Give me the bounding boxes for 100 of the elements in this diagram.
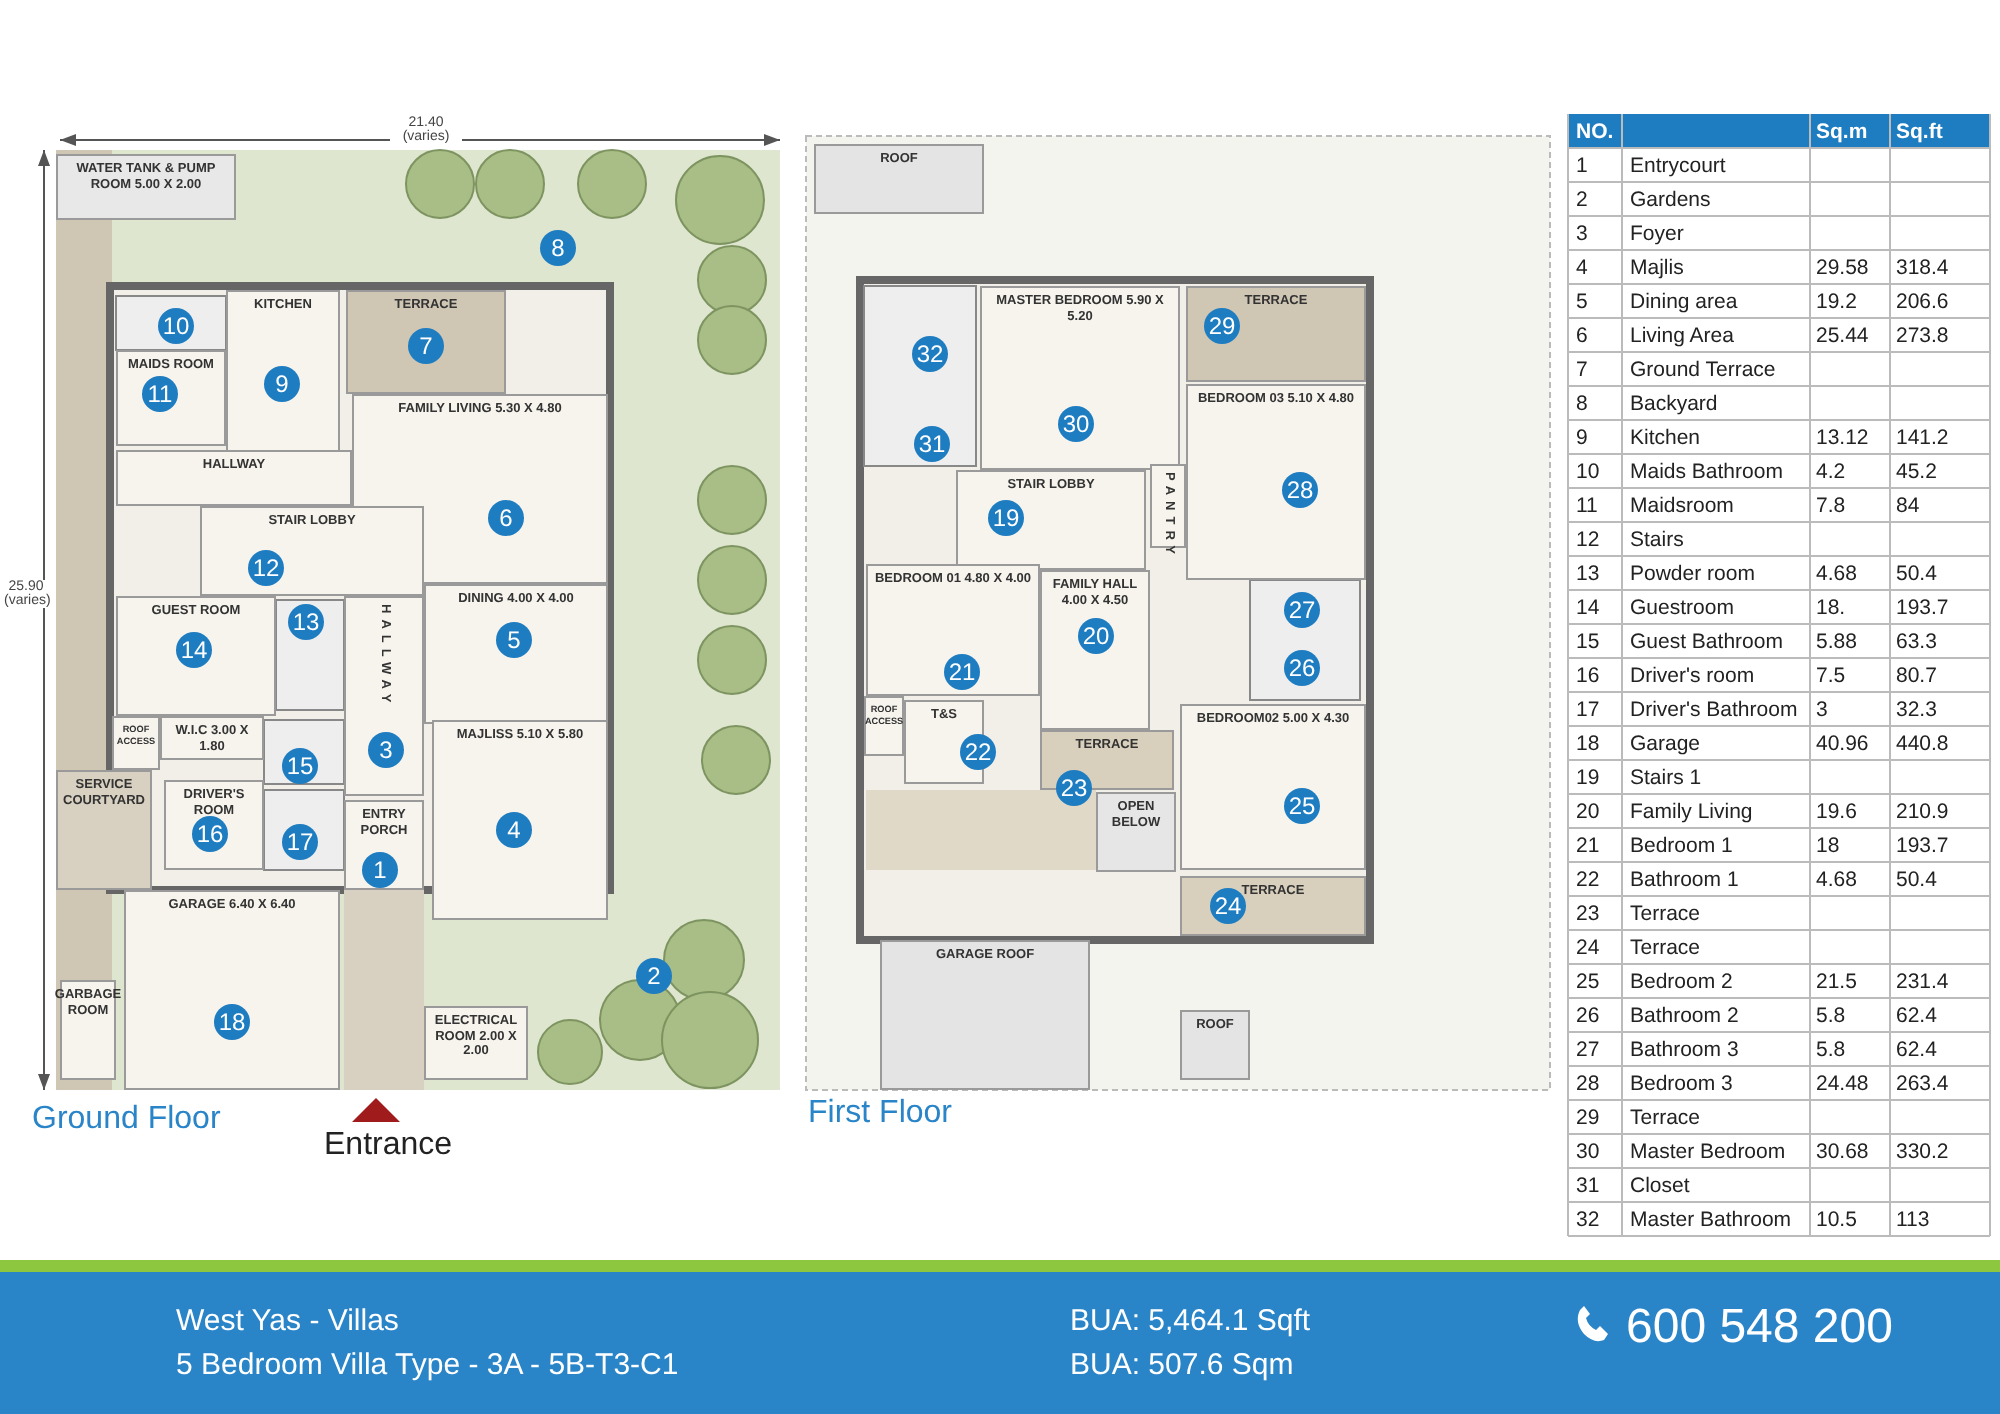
table-cell-text: Bathroom 2 xyxy=(1630,1002,1739,1032)
table-cell-text: 31 xyxy=(1576,1172,1600,1202)
table-cell-text: 50.4 xyxy=(1896,560,1937,590)
table-cell-text: 206.6 xyxy=(1896,288,1949,318)
table-cell-text: 231.4 xyxy=(1896,968,1949,998)
table-cell-text: 141.2 xyxy=(1896,424,1949,454)
table-cell-text: 11 xyxy=(1576,492,1598,522)
table-cell-text: Gardens xyxy=(1630,186,1711,216)
table-cell-text: 5.88 xyxy=(1816,628,1857,658)
table-cell-text: 29 xyxy=(1576,1104,1600,1134)
room xyxy=(424,1006,528,1080)
table-cell-text: 16 xyxy=(1576,662,1600,692)
table-cell-text: 14 xyxy=(1576,594,1600,624)
table-cell-text: Family Living xyxy=(1630,798,1753,828)
table-cell-text: 113 xyxy=(1896,1206,1930,1236)
area-text: BUA: 507.6 Sqm xyxy=(1070,1348,1294,1382)
table-cell-text: 20 xyxy=(1576,798,1600,828)
table-cell-text: Closet xyxy=(1630,1172,1690,1202)
table-header: Sq.ft xyxy=(1896,118,1943,148)
table-header: Sq.m xyxy=(1816,118,1868,148)
table-cell-text: 4.2 xyxy=(1816,458,1846,488)
table-cell-text: 45.2 xyxy=(1896,458,1937,488)
room xyxy=(956,470,1146,570)
room xyxy=(980,286,1180,470)
table-cell-text: 9 xyxy=(1576,424,1588,454)
room xyxy=(1096,792,1176,872)
room xyxy=(116,350,226,446)
room xyxy=(814,144,984,214)
table-cell-text: 84 xyxy=(1896,492,1920,522)
table-cell-text: 318.4 xyxy=(1896,254,1949,284)
table-cell-text: 4.68 xyxy=(1816,560,1857,590)
area-text: BUA: 5,464.1 Sqft xyxy=(1070,1304,1311,1338)
phone-number: 600 548 200 xyxy=(1626,1300,1893,1356)
table-cell-text: Guestroom xyxy=(1630,594,1734,624)
table-cell-text: 24.48 xyxy=(1816,1070,1869,1100)
table-cell-text: 330.2 xyxy=(1896,1138,1949,1168)
room xyxy=(56,770,152,890)
table-cell-text: Bedroom 2 xyxy=(1630,968,1733,998)
table-cell-text: Bathroom 3 xyxy=(1630,1036,1739,1066)
table-cell-text: 210.9 xyxy=(1896,798,1949,828)
room xyxy=(160,716,264,760)
table-cell-text: 13.12 xyxy=(1816,424,1869,454)
table-cell-text: Stairs xyxy=(1630,526,1684,556)
room xyxy=(344,596,424,796)
table-cell-text: 19.6 xyxy=(1816,798,1857,828)
table-cell-text: 18. xyxy=(1816,594,1846,624)
table-cell-text: Master Bedroom xyxy=(1630,1138,1786,1168)
table-cell-text: 62.4 xyxy=(1896,1036,1937,1066)
table-cell-text: Powder room xyxy=(1630,560,1755,590)
table-cell-text: 18 xyxy=(1576,730,1600,760)
table-cell-text: Driver's Bathroom xyxy=(1630,696,1798,726)
table-cell-text: 440.8 xyxy=(1896,730,1949,760)
room xyxy=(226,290,340,454)
table-cell-text: 63.3 xyxy=(1896,628,1937,658)
table-cell-text: 10 xyxy=(1576,458,1600,488)
room xyxy=(112,716,160,770)
table-cell-text: Entrycourt xyxy=(1630,152,1726,182)
room xyxy=(1040,570,1150,730)
table-cell-text: 18 xyxy=(1816,832,1840,862)
table-cell-text: 27 xyxy=(1576,1036,1600,1066)
table-cell-text: 30 xyxy=(1576,1138,1600,1168)
table-cell-text: Stairs 1 xyxy=(1630,764,1702,794)
footer-text: 5 Bedroom Villa Type - 3A - 5B-T3-C1 xyxy=(176,1348,679,1382)
table-cell-text: Bathroom 1 xyxy=(1630,866,1739,896)
table-cell-text: Ground Terrace xyxy=(1630,356,1776,386)
room xyxy=(1186,384,1366,580)
table-cell-text: Bedroom 3 xyxy=(1630,1070,1733,1100)
table-cell-text: Majlis xyxy=(1630,254,1684,284)
table-cell-text: 25 xyxy=(1576,968,1600,998)
room xyxy=(116,596,276,716)
entrance-label: Entrance xyxy=(324,1128,453,1164)
table-cell-text: 1 xyxy=(1576,152,1588,182)
table-cell-text: 21.5 xyxy=(1816,968,1857,998)
room xyxy=(116,450,352,506)
table-cell-text: 23 xyxy=(1576,900,1600,930)
table-cell-text: 263.4 xyxy=(1896,1070,1949,1100)
table-cell-text: 5.8 xyxy=(1816,1036,1846,1066)
table-cell-text: 25.44 xyxy=(1816,322,1869,352)
room xyxy=(164,780,264,870)
table-cell-text: 15 xyxy=(1576,628,1600,658)
table-cell-text: 4.68 xyxy=(1816,866,1857,896)
table-cell-text: 12 xyxy=(1576,526,1600,556)
table-cell-text: 50.4 xyxy=(1896,866,1937,896)
table-cell-text: 4 xyxy=(1576,254,1588,284)
table-cell-text: 29.58 xyxy=(1816,254,1869,284)
room xyxy=(200,506,424,596)
room xyxy=(866,564,1040,696)
table-cell-text: Maids Bathroom xyxy=(1630,458,1783,488)
table-cell-text: Maidsroom xyxy=(1630,492,1734,522)
table-cell-text: 5.8 xyxy=(1816,1002,1846,1032)
table-cell-text: 6 xyxy=(1576,322,1588,352)
table-cell-text: 3 xyxy=(1576,220,1588,250)
table-cell-text: Terrace xyxy=(1630,934,1701,964)
table-cell-text: 21 xyxy=(1576,832,1600,862)
table-cell-text: Dining area xyxy=(1630,288,1738,318)
table-cell-text: 5 xyxy=(1576,288,1588,318)
table-cell-text: 2 xyxy=(1576,186,1588,216)
table-cell-text: 3 xyxy=(1816,696,1828,726)
table-cell-text: Guest Bathroom xyxy=(1630,628,1783,658)
table-cell-text: Terrace xyxy=(1630,900,1701,930)
